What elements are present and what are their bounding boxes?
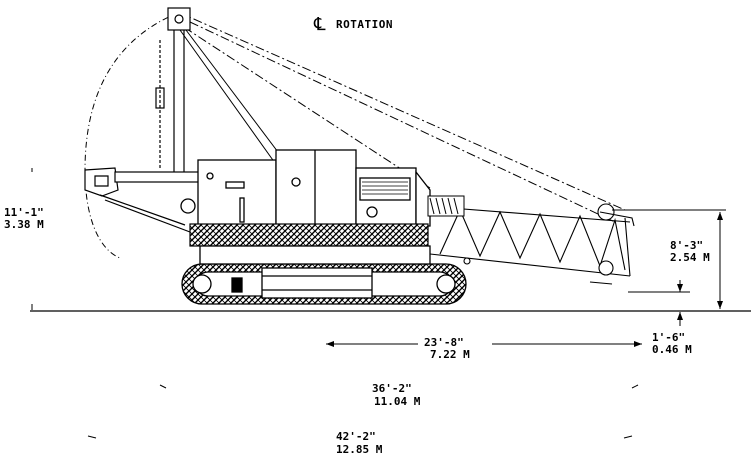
crawler-track (181, 245, 467, 305)
dim-offset (628, 280, 690, 326)
winch-drum (427, 195, 465, 217)
dim-height-left-ft: 11'-1" (4, 206, 44, 219)
dim-length-1 (159, 384, 639, 389)
rotation-label: ROTATION (336, 18, 393, 31)
rotation-centerline: ℄ ROTATION (313, 14, 393, 35)
dim-length-2 (87, 435, 633, 439)
gantry-mast (155, 7, 191, 175)
dim-length-1-ft: 36'-2" (372, 382, 412, 395)
lattice-jib (424, 203, 635, 285)
dim-radius-ft: 23'-8" (424, 336, 464, 349)
boom-lines (169, 11, 626, 223)
dim-offset-ft: 1'-6" (652, 331, 685, 344)
swing-arc (84, 11, 181, 259)
rear-counterweight-arm (84, 167, 206, 233)
dim-height-right-ft: 8'-3" (670, 239, 703, 252)
dim-height-right (612, 209, 726, 309)
dim-height-left-m: 3.38 M (4, 218, 44, 231)
dim-length-2-m: 12.85 M (336, 443, 383, 456)
dim-length-1-m: 11.04 M (374, 395, 421, 408)
dim-radius-m: 7.22 M (430, 348, 470, 361)
centerline-symbol: ℄ (313, 14, 326, 35)
dim-length-2-ft: 42'-2" (336, 430, 376, 443)
upper-house (180, 149, 431, 229)
dim-height-right-m: 2.54 M (670, 251, 710, 264)
dim-offset-m: 0.46 M (652, 343, 692, 356)
deck-band (189, 223, 429, 247)
